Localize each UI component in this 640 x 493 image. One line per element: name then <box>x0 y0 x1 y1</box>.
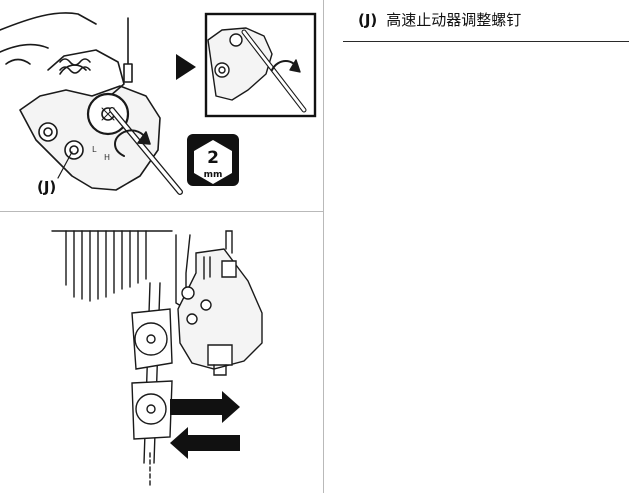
diagram-label-high: H <box>104 153 110 162</box>
badge-size: 2 <box>207 148 219 168</box>
caption-underline <box>343 41 629 42</box>
arrow-right-icon <box>170 391 240 423</box>
caption-text: 高速止动器调整螺钉 <box>386 11 522 29</box>
caption-row: (J) 高速止动器调整螺钉 <box>358 9 521 30</box>
callout-label: (J) <box>37 178 57 196</box>
cassette-alignment-svg <box>51 230 263 486</box>
horizontal-divider <box>0 211 323 212</box>
adjustment-detail-illustration: L H 2 mm (J) <box>0 0 323 211</box>
alignment-illustration <box>0 213 323 493</box>
inset-detail <box>204 12 317 118</box>
caption-code: (J) <box>358 11 378 29</box>
derailleur-closeup-svg: L H 2 mm <box>0 12 317 195</box>
arrow-left-icon <box>170 427 240 459</box>
vertical-divider <box>323 0 324 493</box>
hex-key-2mm-badge: 2 mm <box>187 134 239 186</box>
diagram-label-low: L <box>92 145 97 154</box>
pointer-triangle-icon <box>176 54 196 80</box>
badge-unit: mm <box>204 170 223 180</box>
shift-direction-arrows <box>170 391 240 459</box>
